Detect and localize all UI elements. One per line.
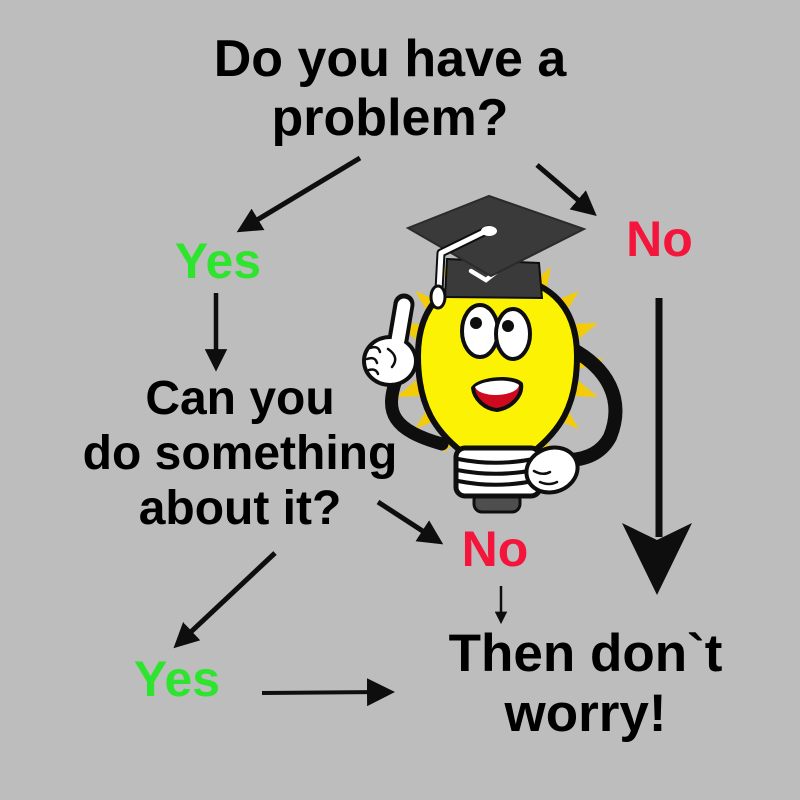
answer-no-2: No (461, 521, 529, 577)
arrow-question1-to-no (535, 163, 597, 217)
eyes-icon (460, 303, 532, 361)
answer-no-1: No (626, 211, 693, 267)
answer-yes-2: Yes (133, 651, 221, 707)
tassel-icon (429, 284, 447, 310)
question-2: Can you do something about it? (82, 372, 398, 536)
bulb-screw-base (453, 445, 543, 499)
conclusion: Then don`t worry! (448, 624, 723, 743)
arrow-question1-to-yes (236, 155, 362, 233)
arrow-yes-to-conclusion (261, 678, 395, 707)
smiling-mouth-icon (471, 377, 524, 412)
question-1: Do you have a problem? (213, 30, 567, 147)
right-arm (563, 341, 623, 467)
fist-hand-icon (524, 445, 580, 495)
arrow-question2-to-yes (173, 551, 277, 649)
arrow-no-to-conclusion-long (622, 298, 692, 595)
bulb-body (415, 274, 580, 455)
answer-yes-1: Yes (174, 233, 262, 289)
bulb-contact-cap (472, 490, 522, 514)
graduation-cap-icon (405, 194, 587, 310)
